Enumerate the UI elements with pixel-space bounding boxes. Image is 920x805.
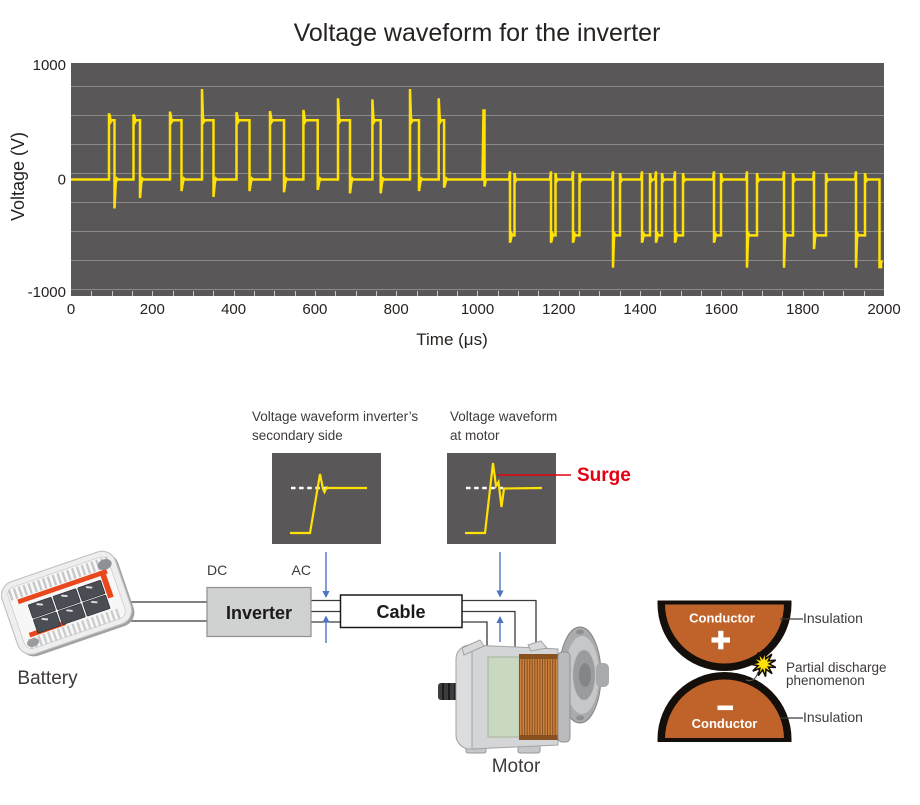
svg-text:800: 800 (384, 301, 409, 318)
svg-text:1400: 1400 (623, 301, 656, 318)
svg-text:-1000: -1000 (28, 284, 66, 301)
svg-text:Conductor: Conductor (689, 611, 755, 626)
svg-text:Conductor: Conductor (692, 716, 758, 731)
svg-text:Voltage waveform: Voltage waveform (450, 409, 557, 424)
svg-text:Insulation: Insulation (803, 610, 863, 626)
svg-text:DC: DC (207, 562, 227, 578)
svg-text:Battery: Battery (17, 668, 78, 689)
svg-text:1000: 1000 (461, 301, 494, 318)
svg-text:400: 400 (221, 301, 246, 318)
svg-text:Cable: Cable (376, 602, 425, 622)
svg-text:2000: 2000 (867, 301, 900, 318)
svg-text:1200: 1200 (542, 301, 575, 318)
svg-text:1000: 1000 (33, 57, 66, 74)
svg-text:secondary side: secondary side (252, 428, 343, 443)
svg-text:Inverter: Inverter (226, 603, 292, 623)
svg-text:Partial discharge: Partial discharge (786, 660, 887, 675)
svg-text:Insulation: Insulation (803, 709, 863, 725)
svg-text:Motor: Motor (492, 756, 541, 777)
svg-text:Surge: Surge (577, 465, 631, 486)
svg-text:1600: 1600 (705, 301, 738, 318)
svg-text:200: 200 (140, 301, 165, 318)
svg-text:Voltage waveform inverter’s: Voltage waveform inverter’s (252, 409, 418, 424)
svg-text:0: 0 (67, 301, 75, 318)
svg-text:at motor: at motor (450, 428, 500, 443)
svg-text:Voltage waveform for the inver: Voltage waveform for the inverter (294, 19, 661, 47)
svg-text:AC: AC (292, 562, 311, 578)
svg-text:phenomenon: phenomenon (786, 673, 865, 688)
svg-text:0: 0 (58, 172, 66, 189)
svg-text:Voltage (V): Voltage (V) (8, 132, 28, 221)
svg-text:1800: 1800 (786, 301, 819, 318)
svg-text:Time (μs): Time (μs) (416, 330, 488, 349)
svg-text:600: 600 (302, 301, 327, 318)
